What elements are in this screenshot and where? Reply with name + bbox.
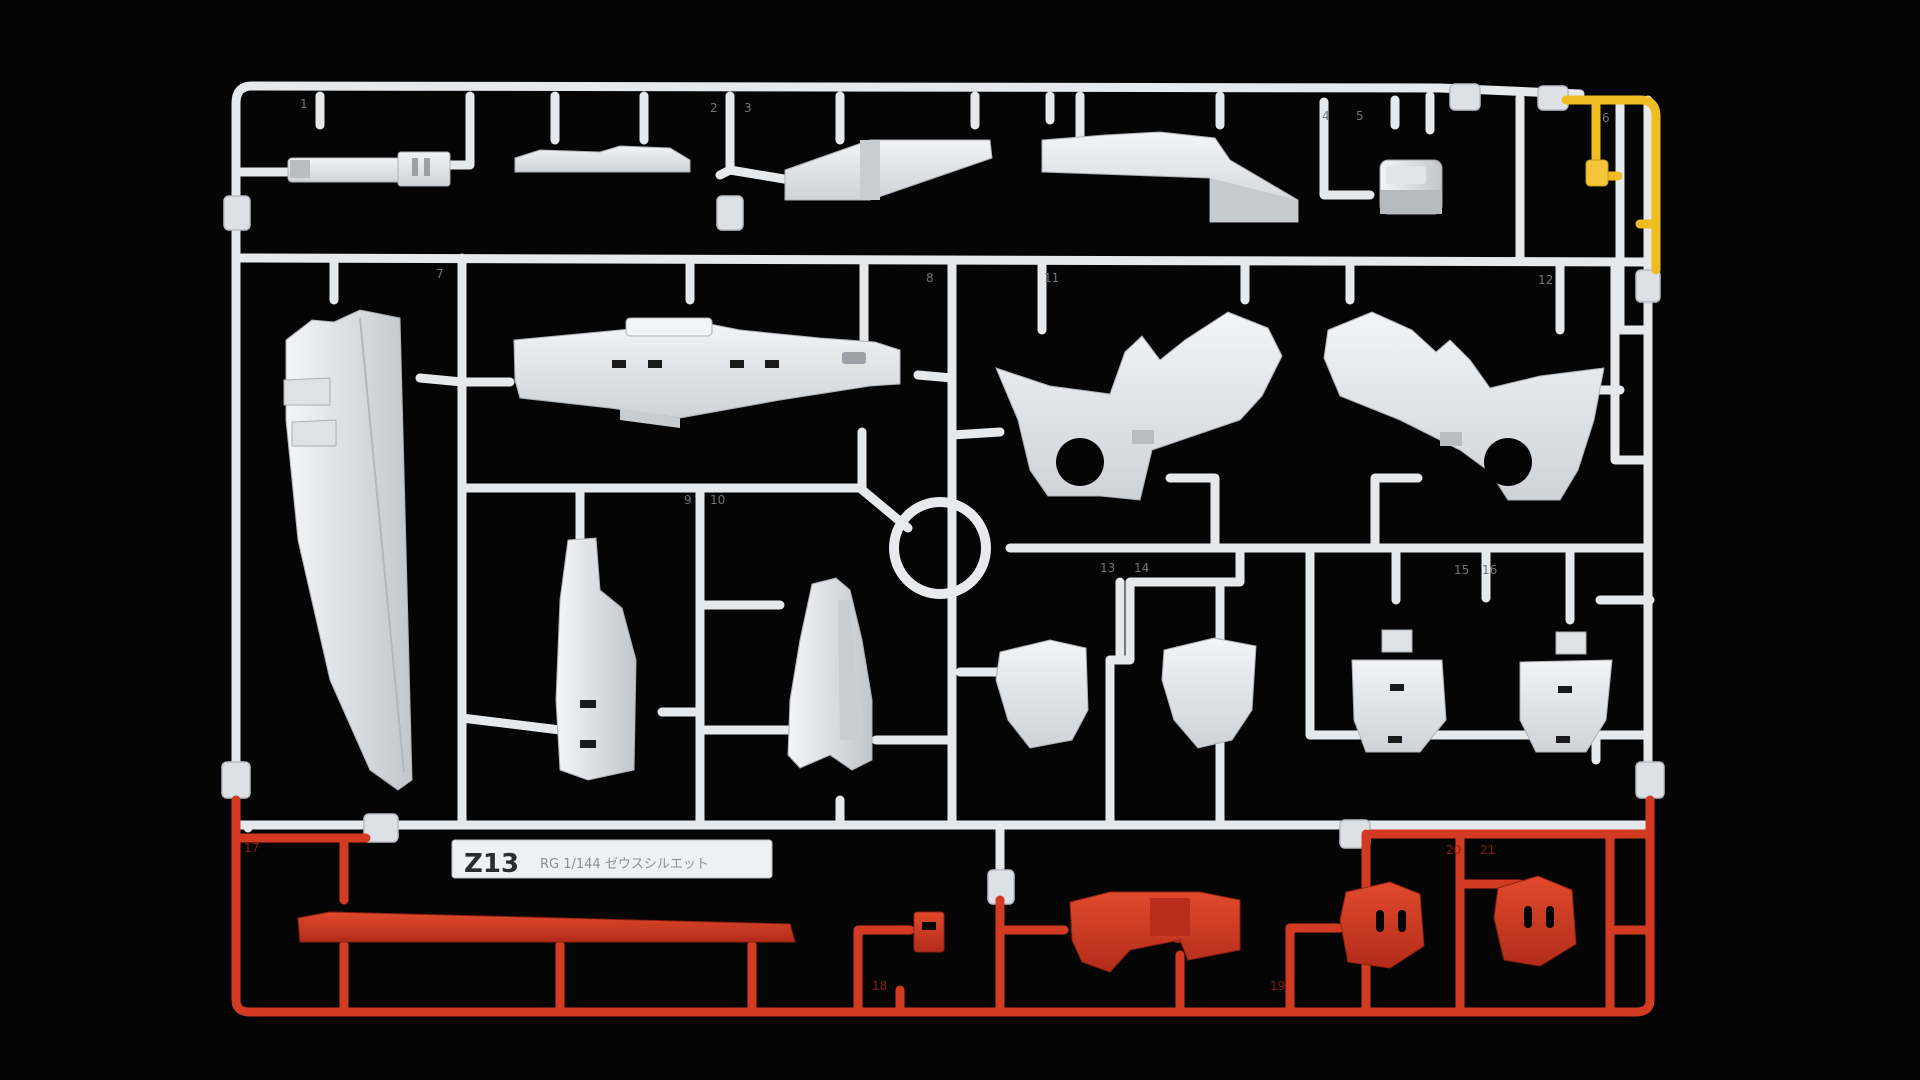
tag-7: 7 (436, 267, 444, 281)
runner-ring (889, 497, 991, 599)
part-shoulder-right (1323, 311, 1605, 501)
red-part-housing (1069, 891, 1241, 973)
part-block (1379, 159, 1443, 215)
red-part-21 (1493, 875, 1577, 967)
tag-16: 16 (1482, 563, 1497, 577)
red-part-long-bar (297, 911, 796, 943)
runner-code: Z13 (464, 849, 519, 879)
part-tall-left (555, 537, 637, 781)
tag-14: 14 (1134, 561, 1149, 575)
red-part-20 (1339, 881, 1425, 969)
part-plate-15 (1351, 629, 1447, 753)
part-tall-right (787, 577, 873, 771)
part-flat-plate (514, 145, 691, 173)
tag-15: 15 (1454, 563, 1469, 577)
tag-11: 11 (1044, 271, 1059, 285)
runner-title: RG 1/144 ゼウスシルエット (540, 857, 709, 872)
tag-21: 21 (1480, 843, 1495, 857)
tag-2: 2 (710, 101, 718, 115)
red-runner-frame (231, 795, 1655, 1017)
tag-17: 17 (244, 841, 259, 855)
part-long-fin (283, 309, 413, 791)
part-plate-16 (1519, 631, 1613, 753)
part-barrel (287, 151, 451, 187)
tag-1: 1 (300, 97, 308, 111)
tag-9: 9 (684, 493, 692, 507)
tag-8: 8 (926, 271, 934, 285)
part-fuselage (513, 317, 901, 428)
tag-3: 3 (744, 101, 752, 115)
part-wedge-right (1041, 131, 1299, 223)
tag-12: 12 (1538, 273, 1553, 287)
tag-10: 10 (710, 493, 725, 507)
tag-4: 4 (1322, 109, 1330, 123)
runner-label-plate (451, 839, 773, 879)
part-plate-13 (995, 639, 1089, 749)
tag-19: 19 (1270, 979, 1285, 993)
part-plate-14 (1161, 637, 1257, 749)
tag-6: 6 (1602, 111, 1610, 125)
part-number-tags: 1 2 3 4 5 6 7 8 9 10 11 12 13 14 15 16 1… (244, 97, 1610, 993)
red-part-small-clip (913, 911, 945, 953)
yellow-part (1585, 159, 1609, 187)
tag-13: 13 (1100, 561, 1115, 575)
white-runner-frame (231, 81, 1655, 873)
tag-18: 18 (872, 979, 887, 993)
tag-20: 20 (1446, 843, 1461, 857)
tag-5: 5 (1356, 109, 1364, 123)
part-wedge-left (784, 139, 993, 201)
part-shoulder-left (995, 311, 1283, 501)
